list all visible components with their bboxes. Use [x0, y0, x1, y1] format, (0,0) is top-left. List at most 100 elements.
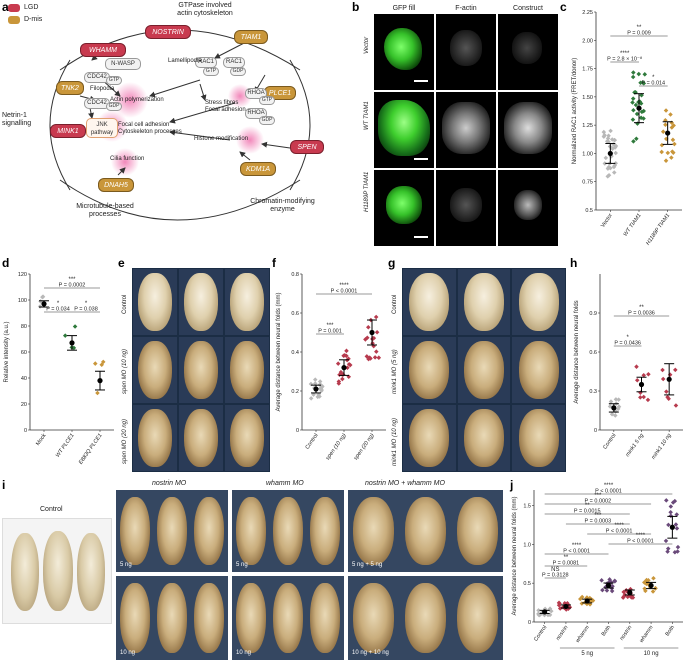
stat-pvalue: P = 0.0002: [59, 283, 86, 289]
panel-label-a: a: [2, 0, 9, 14]
x-tick-label: H1189P TIAM1: [645, 213, 671, 247]
stat-stars: ***: [594, 493, 602, 499]
data-point: [673, 403, 679, 408]
b-tile-r1c2: [436, 14, 496, 90]
data-point: [312, 377, 318, 382]
embryo-image: [138, 340, 172, 400]
y-tick-label: 1.00: [582, 151, 593, 157]
embryo-image: [463, 408, 504, 468]
group-label: 5 ng: [581, 651, 593, 657]
data-point: [669, 155, 674, 160]
embryo-cell: [179, 269, 223, 335]
y-tick-label: 2.00: [582, 38, 593, 44]
stat-stars: *: [57, 301, 60, 307]
x-tick-label: whamm: [575, 624, 591, 644]
mean-point: [665, 130, 671, 136]
stat-pvalue: P = 0.0015: [574, 509, 601, 515]
mean-point: [605, 582, 612, 589]
mean-point: [584, 598, 590, 604]
x-tick-label: nostrin: [619, 625, 633, 642]
x-tick-label: Control: [305, 433, 320, 451]
b-col-construct: Construct: [513, 5, 543, 12]
gene-mink1: MINK1: [50, 124, 86, 138]
y-tick-label: 0.9: [589, 311, 597, 317]
embryo-image: [518, 272, 559, 332]
data-point: [370, 341, 375, 346]
embryo-image: [463, 272, 504, 332]
g-row-mink10: mink1 MO (10 ng): [392, 417, 398, 466]
data-point: [366, 324, 371, 330]
x-tick-label: Vector: [600, 213, 614, 229]
x-tick-label: Both: [601, 625, 612, 638]
stat-pvalue: P < 0.0001: [595, 489, 622, 495]
stat-stars: **: [639, 305, 644, 311]
gene-dnah5: DNAH5: [98, 178, 134, 192]
gene-tiam1: TIAM1: [234, 30, 268, 44]
data-point: [663, 108, 669, 113]
gene-spen: SPEN: [290, 140, 324, 154]
embryo-image: [119, 496, 150, 566]
process-filopodia: Filopodia: [90, 86, 115, 92]
embryo-image: [353, 496, 395, 566]
stat-pvalue: P = 2.8 × 10⁻⁸: [607, 56, 642, 63]
data-point: [667, 372, 673, 377]
i-dose-whamm-5: 5 ng: [236, 562, 248, 568]
embryo-cell: [225, 405, 269, 471]
y-tick-label: 20: [21, 402, 27, 408]
data-point: [675, 544, 681, 550]
stat-stars: ****: [339, 283, 349, 289]
data-point: [663, 122, 668, 127]
data-point: [630, 100, 635, 105]
x-tick-label: spen (20 ng): [353, 433, 376, 462]
i-tile-whamm-5: [232, 490, 344, 572]
b-tile-r3c1: [374, 170, 434, 246]
y-tick-label: 1.25: [582, 123, 593, 129]
embryo-image: [119, 582, 150, 654]
mean-point: [648, 582, 654, 589]
stat-stars: ****: [620, 51, 630, 57]
data-point: [672, 141, 677, 147]
data-point: [668, 504, 674, 509]
y-tick-label: 1.0: [523, 542, 531, 548]
data-point: [613, 150, 618, 156]
y-tick-label: 1.75: [582, 67, 593, 73]
data-point: [659, 142, 665, 148]
data-point: [641, 81, 647, 86]
panel-label-b: b: [352, 0, 360, 14]
x-tick-label: E883Q PLCE1: [78, 433, 104, 466]
data-point: [611, 170, 617, 175]
stat-pvalue: P < 0.0001: [563, 549, 590, 555]
g-row-mink5: mink1 MO (5 ng): [392, 349, 398, 394]
x-tick-label: WT PLCE1: [55, 433, 76, 459]
stat-pvalue: P < 0.0001: [606, 529, 633, 535]
i-tile-whamm-10: [232, 576, 344, 660]
embryo-image: [310, 496, 341, 566]
embryo-cell: [457, 405, 511, 471]
data-point: [630, 74, 636, 80]
y-tick-label: 0: [296, 428, 299, 434]
panel-label-f: f: [272, 256, 276, 270]
x-tick-label: whamm: [639, 624, 655, 644]
data-point: [659, 149, 664, 155]
mean-point: [607, 150, 613, 157]
embryo-image: [184, 272, 218, 332]
embryo-cell: [133, 405, 177, 471]
y-axis-label: Normalized RAC1 activity (FRET/donor): [572, 58, 578, 164]
stat-stars: ***: [326, 323, 334, 329]
embryo-image: [235, 496, 266, 566]
data-point: [663, 158, 669, 163]
stat-stars: *: [652, 75, 655, 81]
pathway-arrows: [49, 29, 311, 221]
i-tile-nostrin-10: [116, 576, 228, 660]
mean-point: [313, 386, 319, 392]
data-point: [660, 376, 666, 382]
data-point: [641, 394, 646, 400]
y-tick-label: 80: [21, 324, 27, 330]
i-group-nostrin: nostrin MO: [152, 480, 187, 487]
process-focal: Focal cell adhesion Cytoskeleton process…: [118, 122, 182, 135]
data-point: [95, 390, 100, 396]
protein-rhoa-top: RHOA: [245, 88, 267, 99]
y-tick-label: 0.3: [589, 389, 597, 395]
